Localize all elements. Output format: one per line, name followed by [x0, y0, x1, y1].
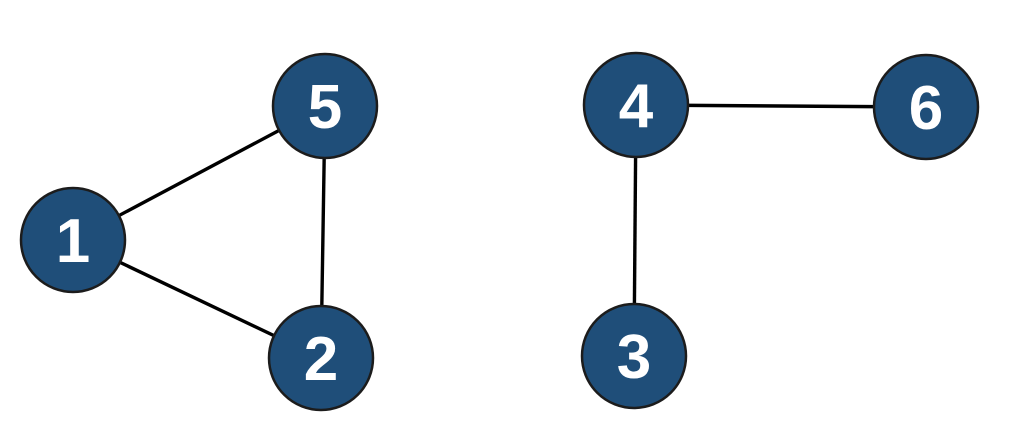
node-label: 2: [304, 325, 338, 394]
node-circle[interactable]: [580, 302, 688, 410]
edge-layer: [72, 103, 927, 360]
node-circle[interactable]: [267, 304, 375, 412]
node-label: 4: [619, 72, 654, 141]
node-circle[interactable]: [271, 52, 379, 160]
node-circle[interactable]: [582, 51, 690, 159]
node-circle[interactable]: [19, 186, 127, 294]
node-label: 6: [909, 74, 943, 143]
node-2[interactable]: 2: [267, 304, 375, 412]
node-label: 3: [617, 323, 651, 392]
node-4[interactable]: 4: [582, 51, 690, 159]
node-3[interactable]: 3: [580, 302, 688, 410]
node-6[interactable]: 6: [872, 53, 980, 161]
node-5[interactable]: 5: [271, 52, 379, 160]
node-circle[interactable]: [872, 53, 980, 161]
node-layer: 1 5 2 4 6 3: [19, 51, 980, 412]
node-label: 1: [56, 207, 90, 276]
node-label: 5: [308, 73, 342, 142]
node-1[interactable]: 1: [19, 186, 127, 294]
